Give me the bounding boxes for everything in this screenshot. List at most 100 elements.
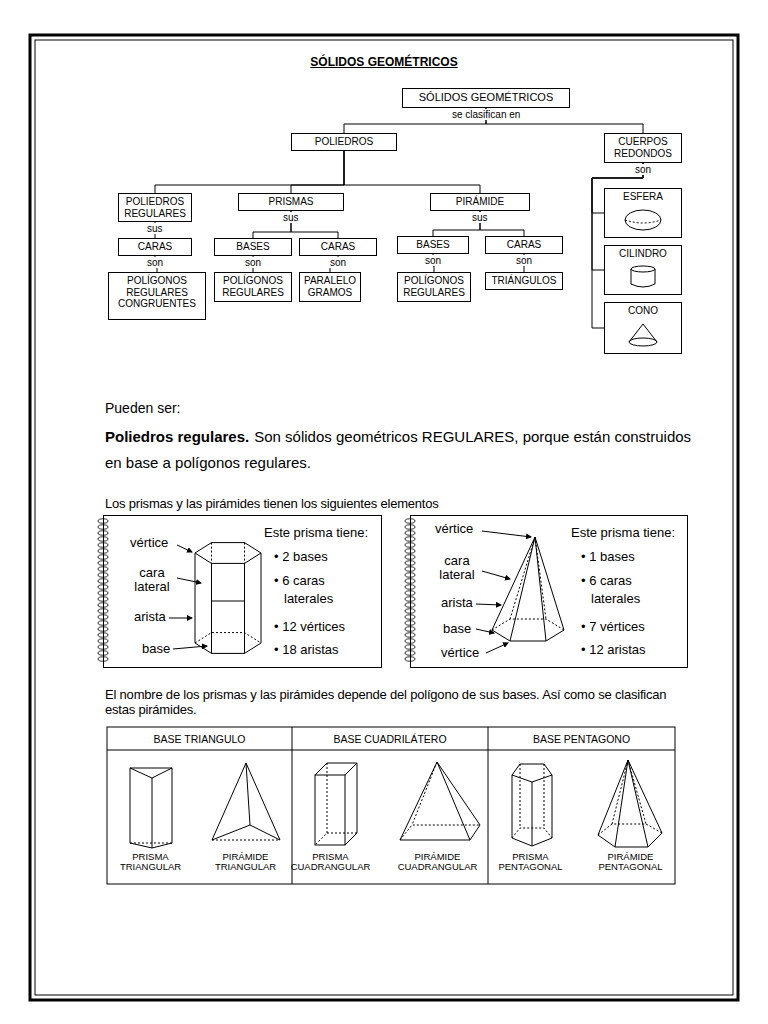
spiral-ring xyxy=(98,555,108,559)
spiral-ring xyxy=(98,525,108,529)
box-text: CUERPOS REDONDOS xyxy=(608,136,678,159)
spiral-ring xyxy=(98,633,108,637)
box-text: CARAS xyxy=(303,241,373,253)
spiral-ring xyxy=(98,627,108,631)
spiral-ring xyxy=(98,567,108,571)
callout-label: cara lateral xyxy=(128,566,176,593)
table-cell: PRISMA CUADRANGULAR xyxy=(288,852,373,873)
spiral-ring xyxy=(98,585,108,589)
box-text: BASES xyxy=(401,239,465,251)
box-text: CONO xyxy=(608,305,678,317)
concept-box: TRIÁNGULOS xyxy=(485,272,563,290)
callout-label: base xyxy=(443,622,483,636)
concept-box: CARAS xyxy=(118,238,192,256)
spiral-ring xyxy=(98,597,108,601)
concept-box: BASES xyxy=(397,236,469,254)
spiral-ring xyxy=(98,645,108,649)
spiral-ring xyxy=(405,597,415,601)
connector-word: se clasifican en xyxy=(450,109,522,120)
box-text: POLÍGONOS REGULARES xyxy=(401,275,467,298)
spiral-ring xyxy=(405,633,415,637)
element-count: • 12 vértices xyxy=(274,618,374,636)
spiral-ring xyxy=(98,537,108,541)
element-count: • 18 aristas xyxy=(274,641,374,659)
table-cell: PRISMA TRIANGULAR xyxy=(108,852,193,873)
concept-box: CARAS xyxy=(485,236,563,254)
concept-box: POLÍGONOS REGULARES CONGRUENTES xyxy=(108,272,206,320)
definition-paragraph: Poliedros regulares.Son sólidos geométri… xyxy=(105,424,695,476)
spiral-ring xyxy=(405,525,415,529)
spiral-ring xyxy=(98,531,108,535)
spiral-ring xyxy=(98,591,108,595)
element-count: Este prisma tiene: xyxy=(264,524,379,542)
table-cell: PRISMA PENTAGONAL xyxy=(488,852,573,873)
box-text: ESFERA xyxy=(608,191,678,203)
element-count: • 6 caras laterales xyxy=(581,572,681,607)
concept-box: PARALELO GRAMOS xyxy=(299,272,361,302)
solid-icon xyxy=(604,206,682,234)
box-text: SÓLIDOS GEOMÉTRICOS xyxy=(406,91,566,104)
spiral-ring xyxy=(405,531,415,535)
spiral-ring xyxy=(405,609,415,613)
box-text: CARAS xyxy=(489,239,559,251)
element-count: • 1 bases xyxy=(581,548,681,566)
callout-label: cara lateral xyxy=(433,554,481,581)
table-cell: PIRÁMIDE PENTAGONAL xyxy=(588,852,673,873)
text-line: El nombre de los prismas y las pirámides… xyxy=(105,687,695,717)
spiral-ring xyxy=(405,627,415,631)
box-text: CILINDRO xyxy=(608,248,678,260)
box-text: PIRÁMIDE xyxy=(434,196,526,208)
connector-word: son xyxy=(423,255,443,266)
box-text: POLÍGONOS REGULARES xyxy=(218,275,288,298)
tree-connector xyxy=(155,151,344,193)
spiral-ring xyxy=(405,519,415,523)
box-text: TRIÁNGULOS xyxy=(489,275,559,287)
element-panel: Este prisma tiene:• 2 bases• 6 caras lat… xyxy=(103,515,382,668)
shape-box: ESFERA xyxy=(604,188,682,238)
spiral-ring xyxy=(98,561,108,565)
spiral-ring xyxy=(98,651,108,655)
text-line: Los prismas y las pirámides tienen los s… xyxy=(105,496,705,511)
table-cell: PIRÁMIDE CUADRANGULAR xyxy=(395,852,480,873)
text-line: Pueden ser: xyxy=(105,400,405,416)
table-cell: BASE CUADRILÁTERO xyxy=(292,733,488,745)
spiral-ring xyxy=(98,639,108,643)
spiral-ring xyxy=(405,579,415,583)
concept-box: POLIEDROS xyxy=(291,133,397,151)
table-cell: PIRÁMIDE TRIANGULAR xyxy=(203,852,288,873)
spiral-ring xyxy=(98,657,108,661)
concept-box: PIRÁMIDE xyxy=(430,193,530,211)
spiral-ring xyxy=(405,537,415,541)
spiral-ring xyxy=(405,621,415,625)
concept-box: SÓLIDOS GEOMÉTRICOS xyxy=(402,88,570,108)
callout-label: vértice xyxy=(130,536,180,550)
spiral-ring xyxy=(98,579,108,583)
spiral-ring xyxy=(405,645,415,649)
spiral-ring xyxy=(405,585,415,589)
solid-icon xyxy=(604,263,682,291)
spiral-ring xyxy=(405,591,415,595)
shape-box: CILINDRO xyxy=(604,245,682,295)
connector-word: sus xyxy=(145,223,165,234)
box-text: PRISMAS xyxy=(242,196,340,208)
concept-box: POLÍGONOS REGULARES xyxy=(397,272,471,302)
spiral-ring xyxy=(405,603,415,607)
spiral-ring xyxy=(98,573,108,577)
box-text: POLÍGONOS REGULARES CONGRUENTES xyxy=(112,275,202,310)
connector-word: son xyxy=(145,257,165,268)
connector-word: son xyxy=(243,257,263,268)
tree-connector xyxy=(344,151,480,193)
box-text: CARAS xyxy=(122,241,188,253)
callout-label: arista xyxy=(134,610,174,624)
concept-box: PRISMAS xyxy=(238,193,344,211)
spiral-ring xyxy=(98,609,108,613)
callout-label: vértice xyxy=(441,646,491,660)
concept-box: BASES xyxy=(214,238,292,256)
spiral-ring xyxy=(98,603,108,607)
element-panel: Este prisma tiene:• 1 bases• 6 caras lat… xyxy=(410,515,688,668)
box-text: PARALELO GRAMOS xyxy=(303,275,357,298)
element-count: • 12 aristas xyxy=(581,641,681,659)
element-count: • 2 bases xyxy=(274,548,374,566)
spiral-ring xyxy=(98,519,108,523)
connector-word: sus xyxy=(470,212,490,223)
